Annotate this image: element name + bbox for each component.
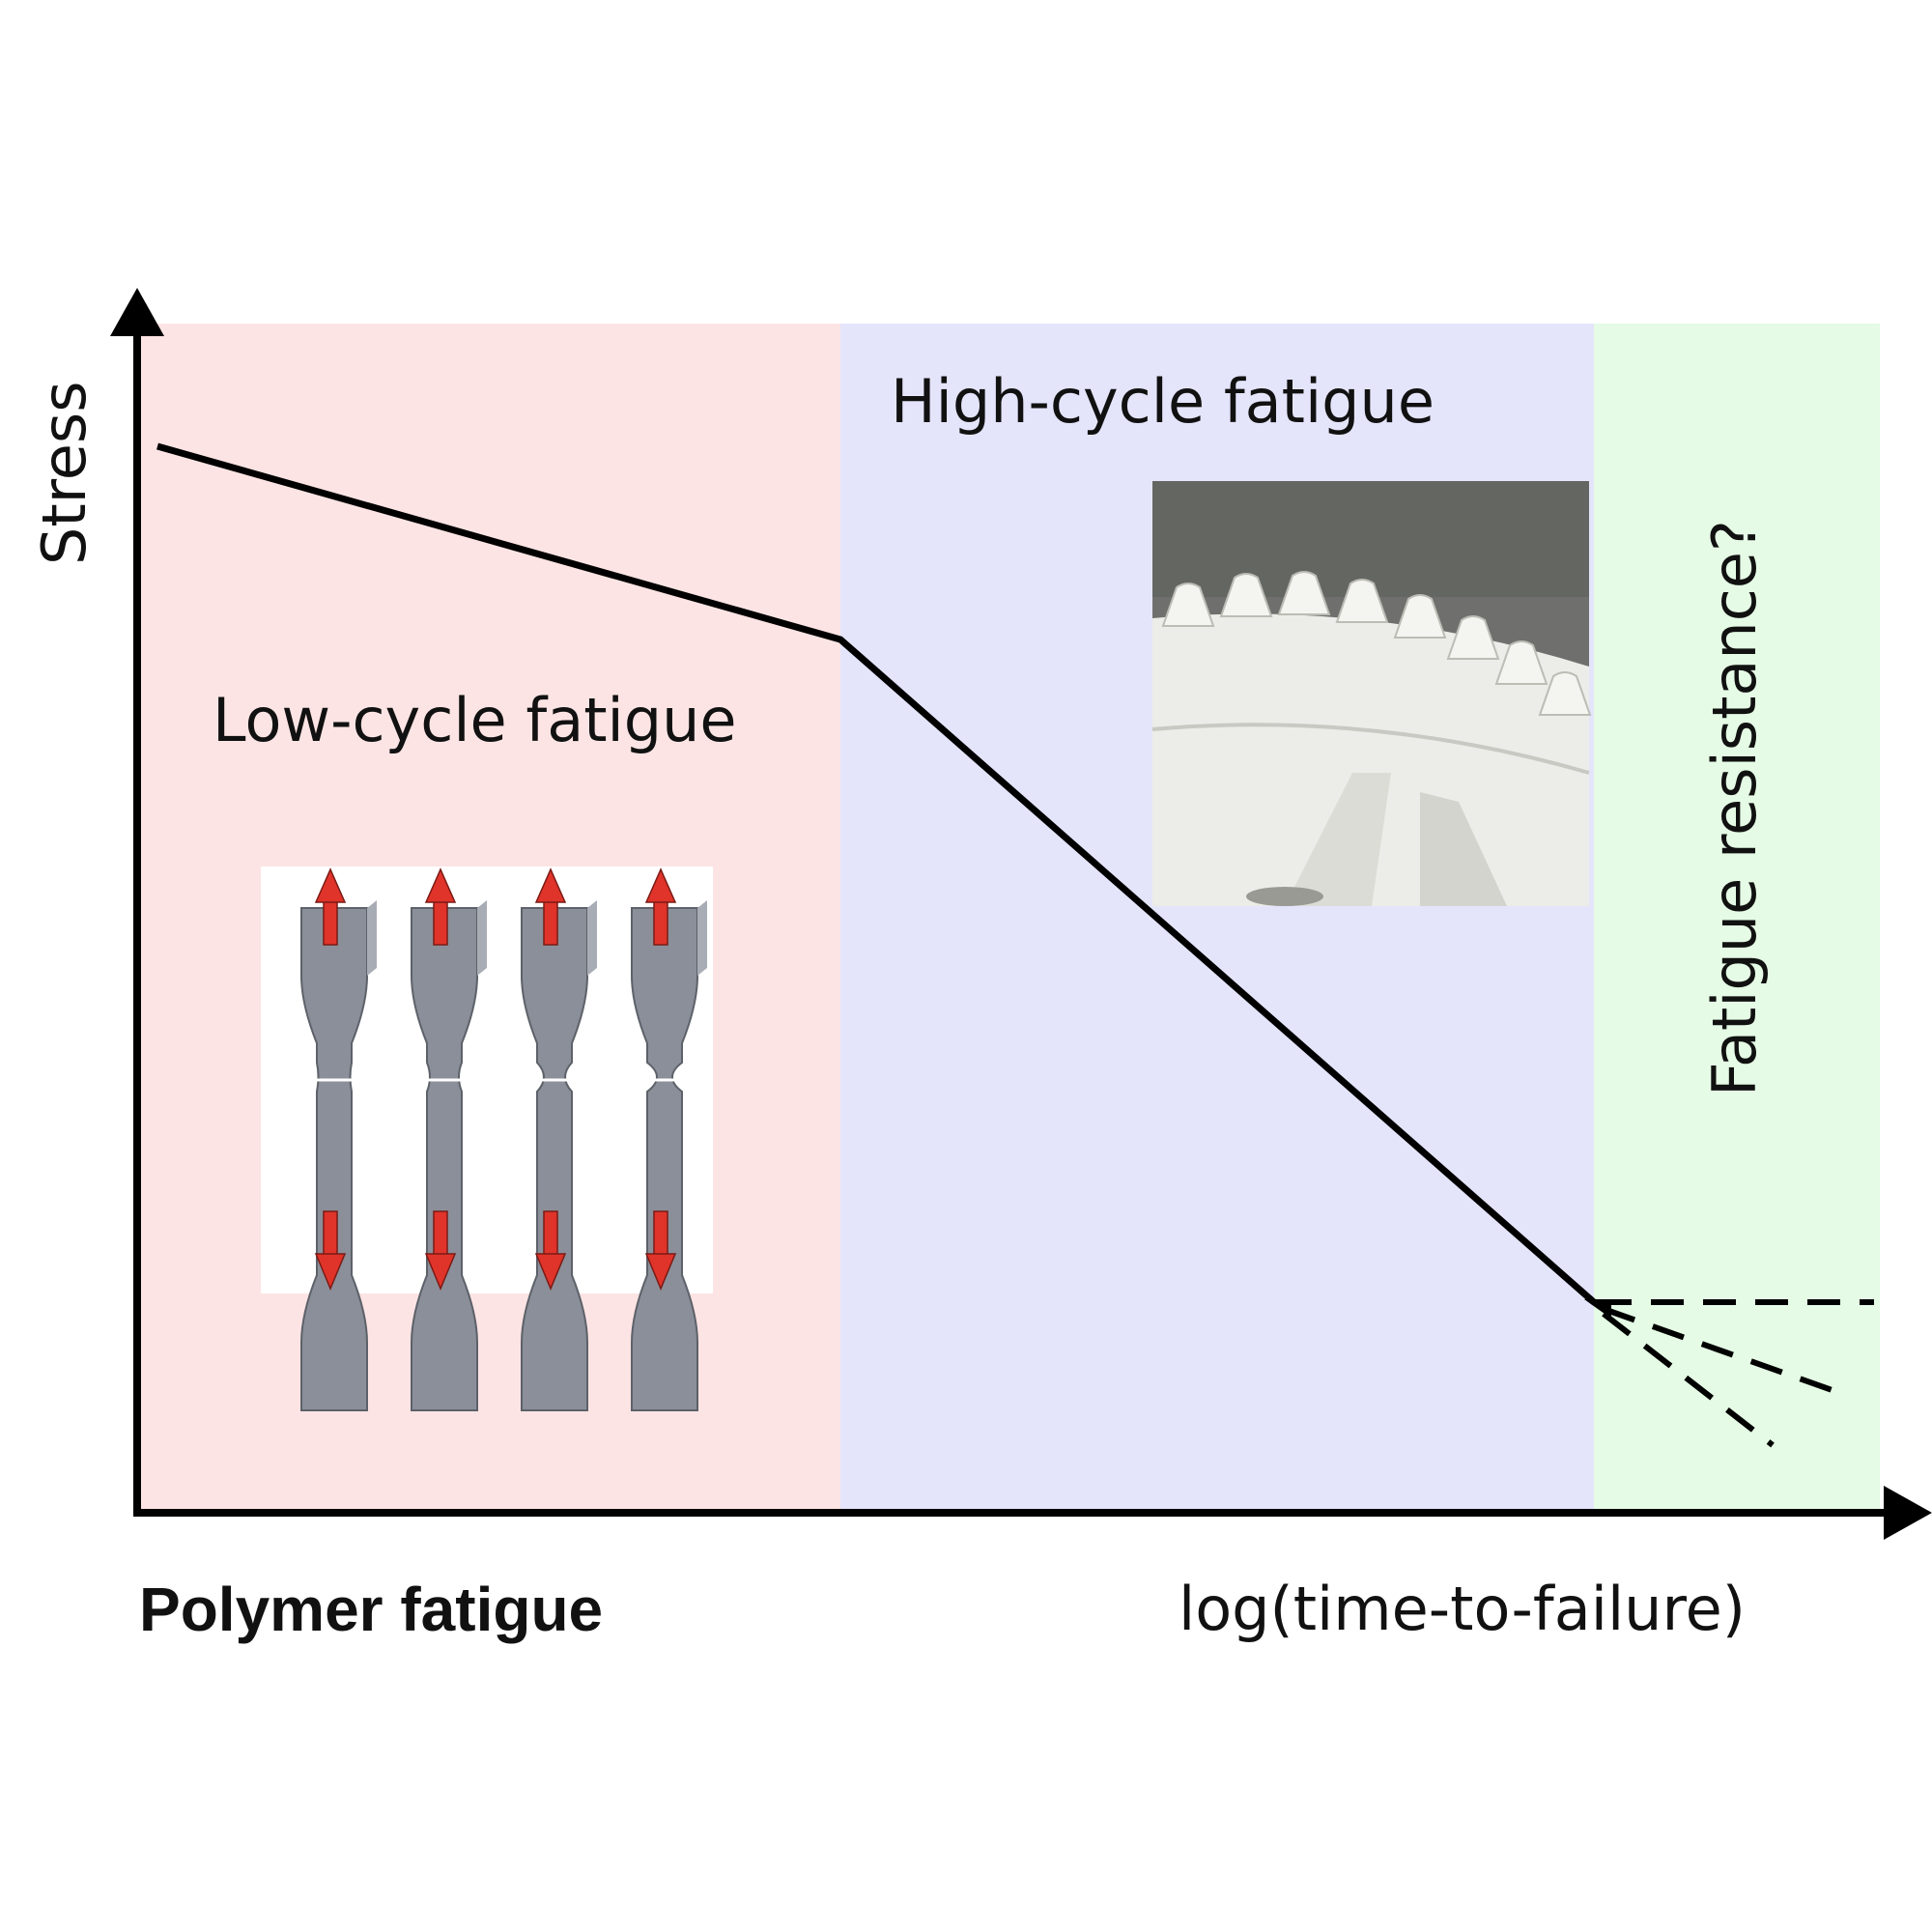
gear-image bbox=[1151, 481, 1592, 906]
region-label-low-cycle: Low-cycle fatigue bbox=[213, 685, 737, 755]
y-axis-label: Stress bbox=[29, 381, 99, 565]
x-axis-label: log(time-to-failure) bbox=[1179, 1574, 1746, 1644]
y-axis-arrow bbox=[110, 288, 164, 336]
dogbone-specimen bbox=[521, 867, 597, 1411]
sn-curve bbox=[156, 442, 1597, 1305]
specimens-image bbox=[261, 867, 713, 1411]
dashed-extension-mid bbox=[1602, 1306, 1842, 1396]
region-label-fatigue-resistance: Fatigue resistance? bbox=[1699, 520, 1770, 1096]
region-fatigue-resistance-bg bbox=[1594, 324, 1880, 1514]
dogbone-specimen bbox=[411, 867, 487, 1411]
x-axis-arrow bbox=[1884, 1486, 1932, 1540]
figure-title: Polymer fatigue bbox=[139, 1575, 603, 1644]
dashed-extension-steep bbox=[1602, 1311, 1775, 1448]
region-label-high-cycle: High-cycle fatigue bbox=[891, 366, 1435, 437]
dogbone-specimen bbox=[300, 867, 377, 1411]
dogbone-specimen bbox=[631, 867, 707, 1411]
